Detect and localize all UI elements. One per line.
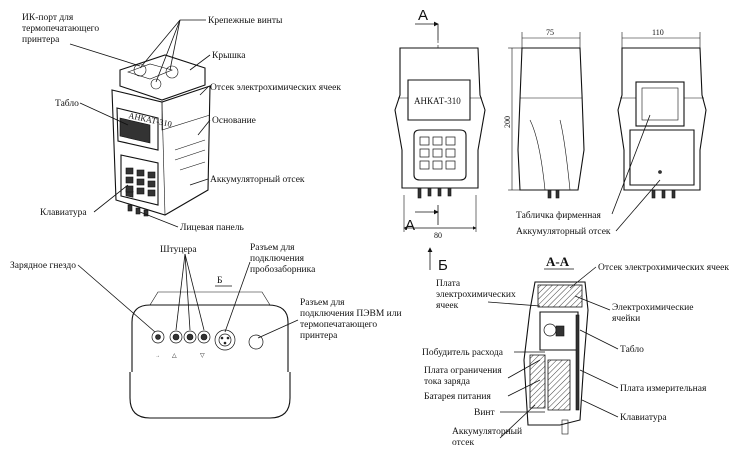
section-aa: А-А xyxy=(523,254,589,435)
label-fittings: Штуцера xyxy=(160,245,197,255)
label-cut-a-bottom: А xyxy=(405,217,415,234)
label-pc-4: принтера xyxy=(300,331,338,341)
label-sec-screw: Винт xyxy=(474,408,496,418)
dim-bottom-width: 80 xyxy=(403,195,477,240)
label-sec-charge-board-1: Плата ограничения xyxy=(424,366,502,376)
dim-height: 200 xyxy=(503,47,522,191)
label-charge-socket: Зарядное гнездо xyxy=(10,261,76,271)
dim-width: 110 xyxy=(621,28,701,48)
back-view xyxy=(617,47,707,199)
label-sec-keyboard: Клавиатура xyxy=(620,413,667,423)
label-sec-cell-compartment: Отсек электрохимических ячеек xyxy=(598,263,729,273)
svg-text:→: → xyxy=(155,354,160,359)
rear-labels: Табличка фирменная Аккумуляторный отсек xyxy=(516,114,661,237)
iso-labels: ИК-порт для термопечатающего принтера Кр… xyxy=(22,13,341,233)
label-b-arrow: Б xyxy=(438,257,448,274)
label-pc-1: Разъем для xyxy=(300,298,345,308)
view-b-arrow: Б xyxy=(427,247,448,274)
svg-text:△: △ xyxy=(172,353,177,359)
label-sec-cells-1: Электрохимические xyxy=(612,303,693,313)
label-battery-compartment: Аккумуляторный отсек xyxy=(210,174,305,185)
label-display: Табло xyxy=(55,98,79,109)
label-nameplate: Табличка фирменная xyxy=(516,210,602,221)
side-view xyxy=(517,47,585,199)
label-section-aa: А-А xyxy=(546,254,570,269)
bottom-view-labels: Б Штуцера Зарядное гнездо Разъем для под… xyxy=(10,243,402,341)
device-model-label: АНКАТ-310 xyxy=(414,96,461,106)
label-front-panel: Лицевая панель xyxy=(180,223,244,233)
label-pc-2: подключения ПЭВМ или xyxy=(300,309,402,319)
label-cover: Крышка xyxy=(212,51,246,61)
label-ir-port-2: термопечатающего xyxy=(22,24,99,34)
section-aa-labels: Отсек электрохимических ячеек Плата элек… xyxy=(422,263,729,448)
dim-75: 75 xyxy=(546,28,554,37)
label-sec-battery: Батарея питания xyxy=(424,392,491,402)
dim-110: 110 xyxy=(652,28,664,37)
label-ir-port-1: ИК-порт для xyxy=(22,13,74,23)
front-view: АНКАТ-310 xyxy=(394,47,486,199)
label-sec-cell-board-2: электрохимических xyxy=(436,290,516,300)
svg-text:▽: ▽ xyxy=(200,353,205,359)
label-probe-1: Разъем для xyxy=(250,243,295,253)
front-keypad xyxy=(419,136,456,170)
label-cell-compartment: Отсек электрохимических ячеек xyxy=(210,83,341,93)
dim-80: 80 xyxy=(434,231,442,240)
label-pc-3: термопечатающего xyxy=(300,320,377,330)
label-sec-measuring-board: Плата измерительная xyxy=(620,384,707,394)
label-view-b: Б xyxy=(217,276,222,286)
label-sec-flow-pump: Побудитель расхода xyxy=(422,347,504,358)
label-sec-battery-compartment-2: отсек xyxy=(452,438,474,448)
label-ir-port-3: принтера xyxy=(22,35,60,45)
label-keyboard: Клавиатура xyxy=(40,208,87,218)
label-sec-battery-compartment-1: Аккумуляторный xyxy=(452,426,522,437)
dim-200: 200 xyxy=(503,116,512,128)
label-probe-2: подключения xyxy=(250,254,305,264)
label-sec-display: Табло xyxy=(620,344,644,355)
label-screws: Крепежные винты xyxy=(208,16,283,26)
bottom-view: → △ ▽ xyxy=(129,291,291,419)
label-sec-cells-2: ячейки xyxy=(612,313,640,324)
label-sec-cell-board-1: Плата xyxy=(436,279,461,289)
dim-depth: 75 xyxy=(521,28,581,48)
label-battery-compartment-2: Аккумуляторный отсек xyxy=(516,226,611,237)
label-probe-3: пробозаборника xyxy=(250,264,316,275)
label-base: Основание xyxy=(212,116,256,126)
label-sec-cell-board-3: ячеек xyxy=(436,301,459,311)
isometric-device: АНКАТ-310 xyxy=(111,54,211,217)
section-cut-a: А А xyxy=(405,7,439,234)
label-cut-a-top: А xyxy=(418,7,428,24)
label-sec-charge-board-2: тока заряда xyxy=(424,377,471,387)
